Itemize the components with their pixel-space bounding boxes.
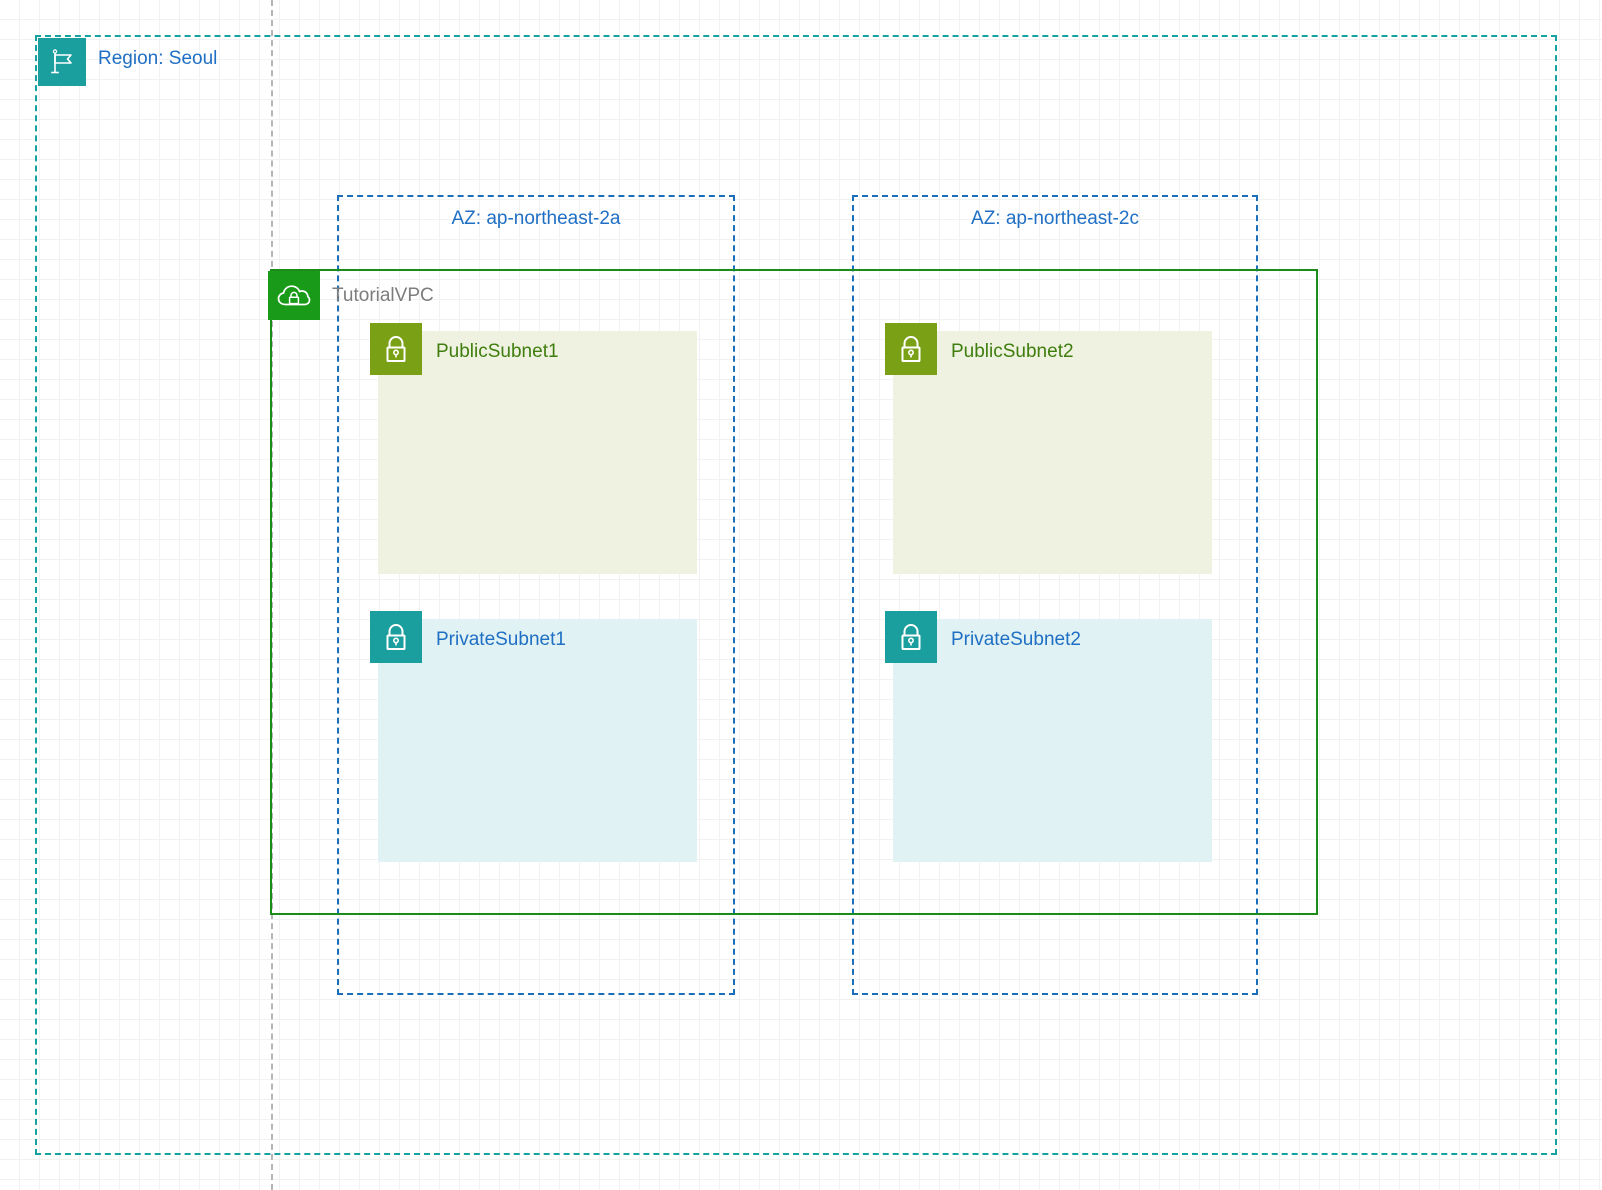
vpc-cloud-lock-icon: [268, 271, 320, 320]
subnet-private-2[interactable]: PrivateSubnet2: [885, 611, 1212, 862]
vpc-boundary[interactable]: [270, 269, 1318, 915]
subnet-label: PublicSubnet2: [951, 341, 1074, 362]
region-label: Region: Seoul: [98, 48, 218, 69]
subnet-label: PrivateSubnet2: [951, 629, 1081, 650]
subnet-label: PublicSubnet1: [436, 341, 559, 362]
subnet-private-1[interactable]: PrivateSubnet1: [370, 611, 697, 862]
availability-zone-label-1: AZ: ap-northeast-2a: [451, 208, 621, 229]
subnet-lock-icon: [370, 323, 422, 375]
subnet-label: PrivateSubnet1: [436, 629, 566, 650]
region-flag-icon: [38, 38, 86, 86]
subnet-lock-icon: [885, 323, 937, 375]
vpc-label: TutorialVPC: [332, 285, 434, 306]
availability-zone-box-1[interactable]: [337, 195, 735, 995]
subnet-lock-icon: [885, 611, 937, 663]
availability-zone-label-2: AZ: ap-northeast-2c: [971, 208, 1139, 229]
subnet-lock-icon: [370, 611, 422, 663]
subnet-public-1[interactable]: PublicSubnet1: [370, 323, 697, 574]
availability-zone-box-2[interactable]: [852, 195, 1258, 995]
subnet-public-2[interactable]: PublicSubnet2: [885, 323, 1212, 574]
page-break-guide: [271, 0, 273, 1190]
region-boundary[interactable]: [35, 35, 1557, 1155]
